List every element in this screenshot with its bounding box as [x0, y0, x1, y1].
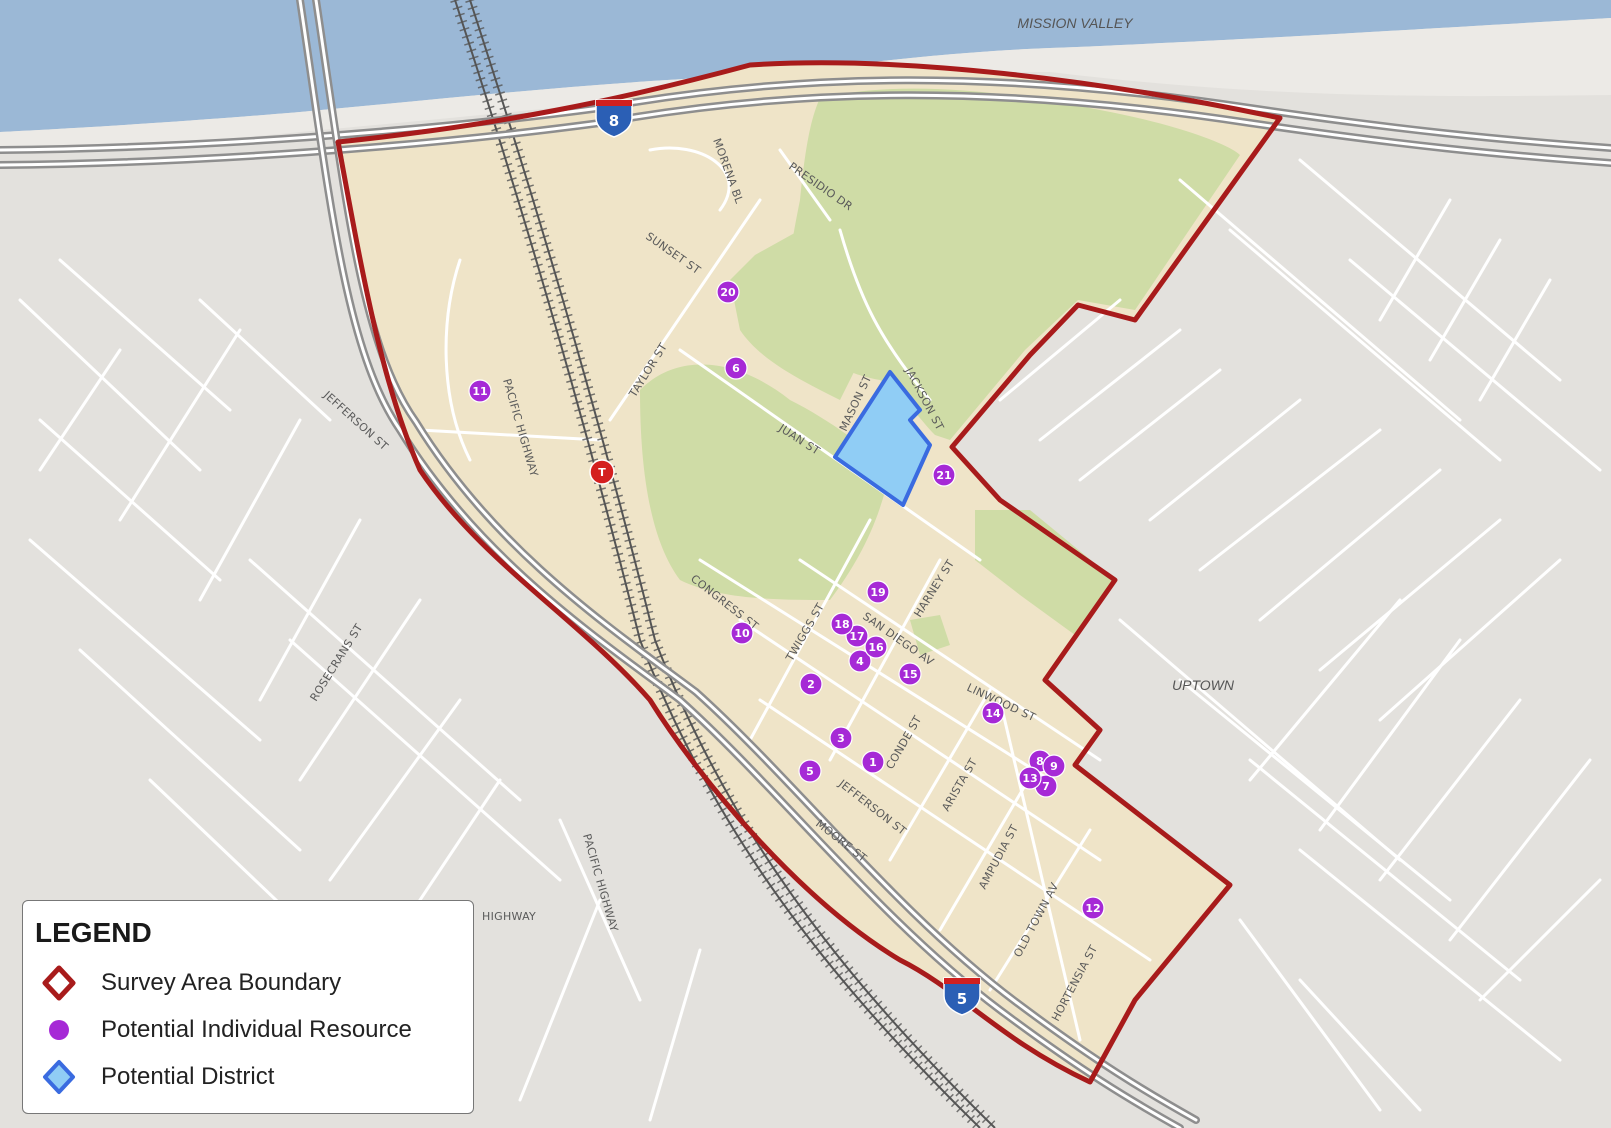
railroad: [450, 0, 999, 1128]
area-label-uptown: UPTOWN: [1172, 677, 1235, 693]
resource-marker-12[interactable]: 12: [1081, 896, 1105, 920]
resource-marker-6[interactable]: 6: [724, 356, 748, 380]
svg-text:2: 2: [807, 678, 815, 691]
local-streets: [18, 146, 1602, 1122]
svg-text:17: 17: [849, 630, 864, 643]
legend-label-potential-individual-resource: Potential Individual Resource: [101, 1015, 412, 1043]
resource-markers: 1 2 3 4 5 6 7 8 9 10 11 12 13 14 15 16 1…: [468, 280, 1105, 920]
resource-marker-19[interactable]: 19: [866, 580, 890, 604]
svg-text:20: 20: [720, 286, 736, 299]
potential-district[interactable]: [833, 370, 932, 507]
resource-marker-4[interactable]: 4: [848, 649, 872, 673]
resource-marker-15[interactable]: 15: [898, 662, 922, 686]
resource-marker-16[interactable]: 16: [864, 635, 888, 659]
resource-marker-1[interactable]: 1: [861, 750, 885, 774]
diamond-filled-icon: [43, 1059, 75, 1094]
legend-label-survey-area-boundary: Survey Area Boundary: [101, 968, 342, 996]
street-label-highway: HIGHWAY: [482, 910, 536, 923]
legend-item-survey-area-boundary: Survey Area Boundary: [35, 959, 459, 1006]
transit-stop[interactable]: T: [589, 459, 615, 485]
svg-text:9: 9: [1050, 760, 1058, 773]
shield-i-5-label: 5: [957, 990, 967, 1008]
svg-text:14: 14: [985, 707, 1001, 720]
resource-marker-21[interactable]: 21: [932, 463, 956, 487]
legend-item-potential-district: Potential District: [35, 1053, 459, 1100]
svg-text:11: 11: [472, 385, 487, 398]
resource-marker-3[interactable]: 3: [829, 726, 853, 750]
svg-text:19: 19: [870, 586, 885, 599]
resource-marker-20[interactable]: 20: [716, 280, 740, 304]
resource-marker-13[interactable]: 13: [1018, 766, 1042, 790]
svg-text:8: 8: [1036, 755, 1044, 768]
svg-text:4: 4: [856, 655, 864, 668]
resource-marker-10[interactable]: 10: [730, 621, 754, 645]
diamond-outline-icon: [42, 965, 76, 1000]
legend-item-potential-individual-resource: Potential Individual Resource: [35, 1006, 459, 1053]
svg-text:3: 3: [837, 732, 845, 745]
area-label-mission-valley: MISSION VALLEY: [1017, 15, 1134, 31]
floodplain: [0, 18, 1611, 152]
shield-i-8-label: 8: [609, 112, 619, 130]
parks: [640, 88, 1240, 655]
resource-marker-5[interactable]: 5: [798, 759, 822, 783]
svg-text:7: 7: [1042, 780, 1050, 793]
purple-dot-icon: [49, 1019, 69, 1040]
resource-marker-11[interactable]: 11: [468, 379, 492, 403]
resource-marker-9[interactable]: 9: [1042, 754, 1066, 778]
legend: LEGEND Survey Area Boundary Potential In…: [22, 900, 474, 1114]
svg-text:6: 6: [732, 362, 740, 375]
resource-marker-14[interactable]: 14: [981, 701, 1005, 725]
svg-text:16: 16: [868, 641, 884, 654]
svg-text:15: 15: [902, 668, 917, 681]
svg-text:12: 12: [1085, 902, 1100, 915]
svg-text:1: 1: [869, 756, 877, 769]
svg-text:21: 21: [936, 469, 951, 482]
svg-text:10: 10: [734, 627, 750, 640]
resource-marker-2[interactable]: 2: [799, 672, 823, 696]
transit-stop-label: T: [598, 466, 606, 479]
svg-text:18: 18: [834, 618, 849, 631]
shield-i-5: 5: [943, 977, 981, 1016]
legend-label-potential-district: Potential District: [101, 1062, 275, 1090]
svg-text:13: 13: [1022, 772, 1037, 785]
resource-marker-18[interactable]: 18: [830, 612, 854, 636]
shield-i-8: 8: [595, 99, 633, 138]
legend-title: LEGEND: [35, 917, 152, 948]
svg-text:5: 5: [806, 765, 814, 778]
